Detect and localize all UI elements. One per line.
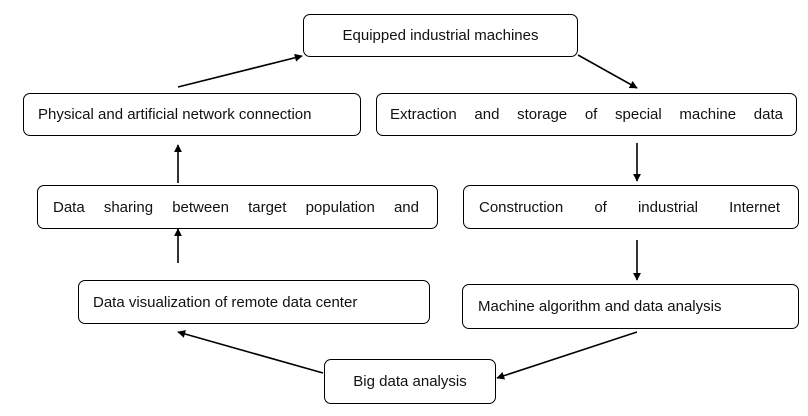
node-big-data-analysis: Big data analysis [324, 359, 496, 404]
node-label: Data visualization of remote data center [93, 293, 358, 311]
node-extraction-storage: Extraction and storage of special machin… [376, 93, 797, 136]
node-label: Big data analysis [353, 373, 467, 390]
node-data-sharing: Data sharing between target population a… [37, 185, 438, 229]
arrow-equipped-to-extraction [577, 54, 638, 89]
node-equipped-industrial-machines: Equipped industrial machines [303, 14, 578, 57]
arrow-machine-algorithm-to-big-data [496, 331, 638, 380]
node-label: Equipped industrial machines [342, 27, 539, 44]
arrow-big-data-to-visualization [177, 330, 324, 374]
node-construction-industrial-internet: Construction of industrial Internet [463, 185, 799, 229]
node-data-visualization: Data visualization of remote data center [78, 280, 430, 324]
node-label: Data sharing between target population a… [53, 198, 419, 216]
node-label: Machine algorithm and data analysis [478, 298, 722, 315]
node-label: Physical and artificial network connecti… [38, 106, 312, 123]
node-physical-network-connection: Physical and artificial network connecti… [23, 93, 361, 136]
arrow-physical-to-equipped [177, 53, 303, 88]
node-label: Construction of industrial Internet [479, 198, 780, 216]
node-label: Extraction and storage of special machin… [390, 106, 783, 123]
node-machine-algorithm: Machine algorithm and data analysis [462, 284, 799, 329]
